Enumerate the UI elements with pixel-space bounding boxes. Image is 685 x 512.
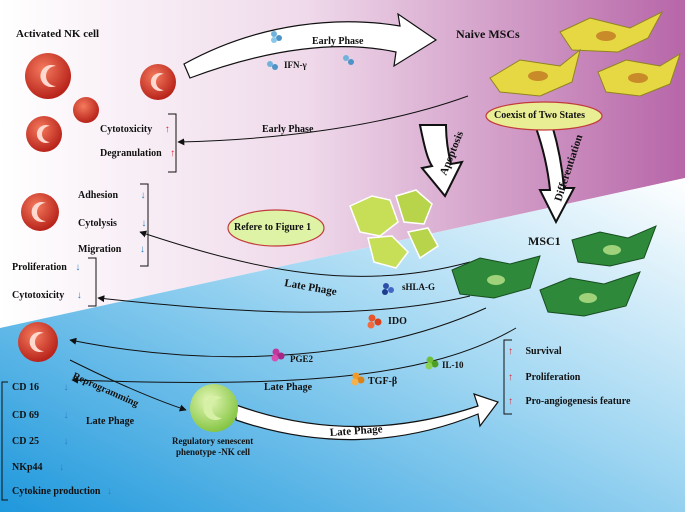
early-phase-thin-arrow xyxy=(177,95,469,146)
regulatory-label: Regulatory senescent xyxy=(172,436,254,446)
nk-cell-1 xyxy=(25,53,71,99)
down-arrow-icon: ↓ xyxy=(63,382,69,393)
late-phase-label-3: Late Phage xyxy=(86,416,135,427)
refer-figure-label: Refere to Figure 1 xyxy=(234,222,312,233)
marker-cd16-text: CD 16 xyxy=(12,382,39,393)
activated-nk-label: Activated NK cell xyxy=(16,28,100,40)
nk-effect-early-1: Cytotoxicity ↑ xyxy=(100,124,170,135)
nk-cell-4 xyxy=(26,116,62,152)
bracket-early-effects xyxy=(168,113,177,173)
up-arrow-icon: ↑ xyxy=(508,372,513,383)
nk-cell-3 xyxy=(73,97,99,123)
il10-molecules xyxy=(425,356,439,370)
nk-effect-late-2-text: Cytolysis xyxy=(78,218,117,229)
coexist-label: Coexist of Two States xyxy=(494,110,586,121)
reprogramming-arrow xyxy=(69,359,187,412)
up-arrow-icon: ↑ xyxy=(508,396,513,407)
up-arrow-icon: ↑ xyxy=(164,124,170,135)
marker-cd25: CD 25 ↓ xyxy=(12,436,68,447)
coexist-oval xyxy=(485,101,603,131)
shla-g-label: sHLA-G xyxy=(402,282,436,292)
down-arrow-icon: ↓ xyxy=(140,190,146,201)
marker-cd25-text: CD 25 xyxy=(12,436,39,447)
late-arrow-proliferation xyxy=(97,295,471,313)
marker-cytokine-text: Cytokine production xyxy=(12,486,101,497)
bracket-prolif-effects xyxy=(88,257,97,307)
marker-cd16: CD 16 ↓ xyxy=(12,382,68,393)
bracket-late-effects xyxy=(140,183,149,267)
early-phase-big-arrow xyxy=(183,12,438,79)
nk-effect-early-2: Degranulation ↑ xyxy=(100,148,175,159)
ifn-gamma-label: IFN-γ xyxy=(284,60,307,70)
il10-label: IL-10 xyxy=(442,360,464,370)
refer-oval xyxy=(227,209,325,247)
msc1-cells xyxy=(451,225,657,317)
late-arrow-adhesion xyxy=(139,230,471,277)
tgf-beta-molecules xyxy=(351,372,365,386)
nk-cell-2 xyxy=(140,64,176,100)
nk-effect-late-3-text: Migration xyxy=(78,244,122,255)
bracket-markers xyxy=(1,381,8,501)
nk-effect-late-1: Adhesion ↓ xyxy=(78,190,146,201)
down-arrow-icon: ↓ xyxy=(139,244,145,255)
nk-effect-prolif-1-text: Proliferation xyxy=(12,262,67,273)
naive-msc-cells xyxy=(489,10,681,97)
ifn-gamma-molecules xyxy=(267,31,354,70)
msc1-label: MSC1 xyxy=(528,234,561,248)
regulatory-nk-cell xyxy=(190,384,238,432)
bracket-msc-outcomes xyxy=(503,339,512,415)
nk-effect-early-2-text: Degranulation xyxy=(100,148,162,159)
nk-cell-6 xyxy=(18,322,58,362)
up-arrow-icon: ↑ xyxy=(170,148,176,159)
msc-outcome-angiogenesis: ↑ Pro-angiogenesis feature xyxy=(508,396,630,407)
late-phase-label-2: Late Phage xyxy=(264,382,313,393)
marker-cd69: CD 69 ↓ xyxy=(12,410,68,421)
msc-outcome-proliferation: ↑ Proliferation xyxy=(508,372,580,383)
apoptotic-msc-fragments xyxy=(349,189,439,269)
down-arrow-icon: ↓ xyxy=(63,436,69,447)
shla-g-molecules xyxy=(382,283,394,295)
down-arrow-icon: ↓ xyxy=(141,218,147,229)
marker-nkp44-text: NKp44 xyxy=(12,462,43,473)
ido-molecules xyxy=(367,314,382,329)
nk-effect-prolif-1: Proliferation ↓ xyxy=(12,262,80,273)
down-arrow-icon: ↓ xyxy=(76,290,82,301)
late-phase-region xyxy=(0,178,685,512)
marker-cd69-text: CD 69 xyxy=(12,410,39,421)
msc-outcome-survival-text: Survival xyxy=(525,346,562,357)
differentiation-arrow xyxy=(533,124,576,225)
nk-effect-late-1-text: Adhesion xyxy=(78,190,119,201)
naive-mscs-label: Naive MSCs xyxy=(456,27,520,41)
nk-effect-prolif-2-text: Cytotoxicity xyxy=(12,290,65,301)
early-phase-label-mid: Early Phase xyxy=(262,124,314,135)
down-arrow-icon: ↓ xyxy=(59,462,65,473)
marker-cytokine: Cytokine production ↓ xyxy=(12,486,112,497)
tgf-beta-label: TGF-β xyxy=(368,376,398,387)
nk-effect-late-2: Cytolysis ↓ xyxy=(78,218,146,229)
msc-outcome-proliferation-text: Proliferation xyxy=(525,372,581,383)
early-phase-label-top: Early Phase xyxy=(312,36,364,47)
late-phase-big-arrow xyxy=(235,393,499,441)
down-arrow-icon: ↓ xyxy=(106,486,112,497)
late-arrow-markers xyxy=(71,327,517,384)
nk-effect-early-1-text: Cytotoxicity xyxy=(100,124,153,135)
nk-effect-late-3: Migration ↓ xyxy=(78,244,145,255)
nk-cell-5 xyxy=(21,193,59,231)
apoptosis-arrow xyxy=(418,124,464,198)
marker-nkp44: NKp44 ↓ xyxy=(12,462,64,473)
msc-outcome-angiogenesis-text: Pro-angiogenesis feature xyxy=(525,396,631,407)
ido-label: IDO xyxy=(388,316,407,327)
up-arrow-icon: ↑ xyxy=(508,346,513,357)
msc-outcome-survival: ↑ Survival xyxy=(508,346,562,357)
phenotype-label: phenotype -NK cell xyxy=(176,447,250,457)
pge2-label: PGE2 xyxy=(290,354,314,364)
pge2-molecules xyxy=(271,348,285,362)
nk-effect-prolif-2: Cytotoxicity ↓ xyxy=(12,290,82,301)
late-arrow-nk xyxy=(69,307,487,358)
down-arrow-icon: ↓ xyxy=(75,262,81,273)
down-arrow-icon: ↓ xyxy=(63,410,69,421)
late-phase-label-4: Late Phage xyxy=(329,423,383,439)
